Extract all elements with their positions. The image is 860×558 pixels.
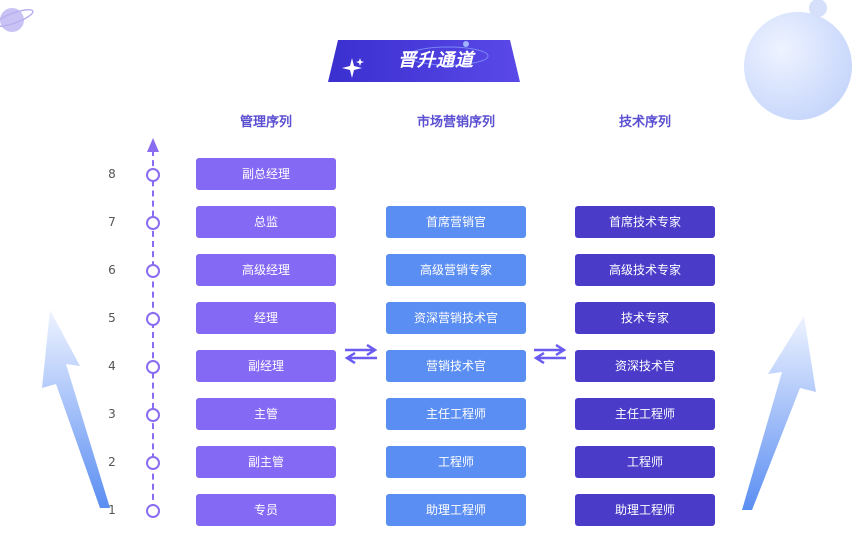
marketing-box: 首席营销官 [386,206,526,238]
level-number: 7 [108,215,116,229]
level-number: 4 [108,359,116,373]
level-node [146,312,160,326]
marketing-box: 资深营销技术官 [386,302,526,334]
level-number: 5 [108,311,116,325]
technical-box: 首席技术专家 [575,206,715,238]
level-number: 6 [108,263,116,277]
level-node [146,408,160,422]
sparkle-icon [342,58,364,78]
marketing-box: 工程师 [386,446,526,478]
up-arrow-icon [742,316,816,510]
level-number: 1 [108,503,116,517]
marketing-box: 营销技术官 [386,350,526,382]
technical-box: 主任工程师 [575,398,715,430]
technical-box: 工程师 [575,446,715,478]
management-box: 副经理 [196,350,336,382]
axis-arrow-head-icon [147,138,159,152]
marketing-box: 助理工程师 [386,494,526,526]
swap-arrows-icon [344,344,378,364]
page-title: 晋升通道 [398,50,474,71]
management-box: 主管 [196,398,336,430]
marketing-box: 高级营销专家 [386,254,526,286]
level-axis-line [152,150,154,510]
up-arrow-icon [42,310,110,508]
level-node [146,168,160,182]
title-banner [328,40,520,82]
management-box: 经理 [196,302,336,334]
technical-box: 助理工程师 [575,494,715,526]
swap-arrows-icon [533,344,567,364]
level-node [146,504,160,518]
management-box: 总监 [196,206,336,238]
column-header-management: 管理序列 [239,115,292,130]
column-header-technical: 技术序列 [618,115,671,130]
marketing-box: 主任工程师 [386,398,526,430]
level-node [146,360,160,374]
planet-icon [0,8,34,32]
level-node [146,264,160,278]
technical-box: 高级技术专家 [575,254,715,286]
technical-box: 技术专家 [575,302,715,334]
column-header-marketing: 市场营销序列 [416,115,495,130]
technical-box: 资深技术官 [575,350,715,382]
level-number: 2 [108,455,116,469]
level-number: 3 [108,407,116,421]
management-box: 副主管 [196,446,336,478]
level-number: 8 [108,167,116,181]
level-node [146,216,160,230]
management-box: 副总经理 [196,158,336,190]
level-node [146,456,160,470]
bubble-icon [744,0,852,120]
management-box: 专员 [196,494,336,526]
management-box: 高级经理 [196,254,336,286]
